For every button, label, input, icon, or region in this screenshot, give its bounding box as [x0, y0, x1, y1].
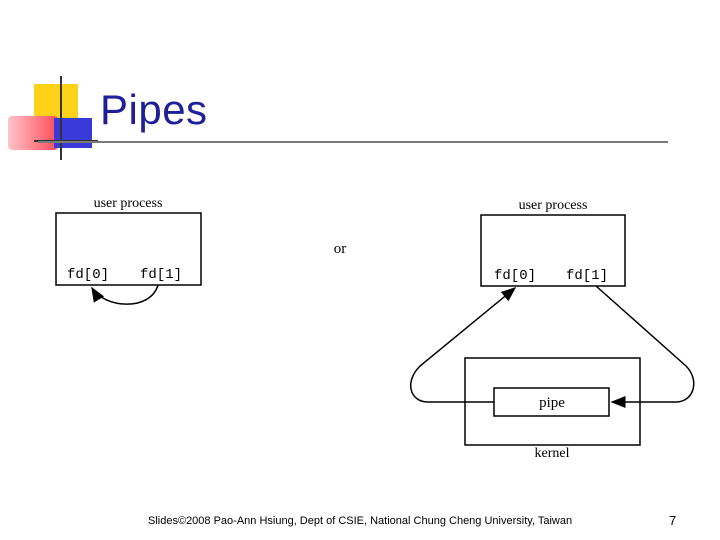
- kernel-label: kernel: [535, 446, 570, 461]
- pipe-to-fd0-arrow: [410, 287, 517, 403]
- deco-vertical-line: [60, 76, 62, 160]
- title-divider: [38, 141, 668, 143]
- pipe-label: pipe: [539, 395, 565, 411]
- right-user-process-label: user process: [519, 198, 588, 213]
- left-fd1-label: fd[1]: [140, 267, 182, 283]
- or-label: or: [334, 241, 347, 257]
- title-decoration: [0, 70, 110, 160]
- left-fd0-label: fd[0]: [67, 267, 109, 283]
- deco-red-bar: [8, 116, 58, 150]
- fd1-to-pipe-arrow: [595, 285, 695, 408]
- page-number: 7: [669, 513, 677, 528]
- right-fd1-label: fd[1]: [566, 268, 608, 284]
- slide-title: Pipes: [100, 86, 208, 133]
- slide-footer: Slides©2008 Pao-Ann Hsiung, Dept of CSIE…: [148, 515, 573, 527]
- left-loop-arrow: [91, 284, 159, 305]
- right-fd0-label: fd[0]: [494, 268, 536, 284]
- left-user-process-label: user process: [94, 196, 163, 211]
- left-user-process-box: [55, 212, 202, 286]
- right-user-process-box: [480, 214, 626, 287]
